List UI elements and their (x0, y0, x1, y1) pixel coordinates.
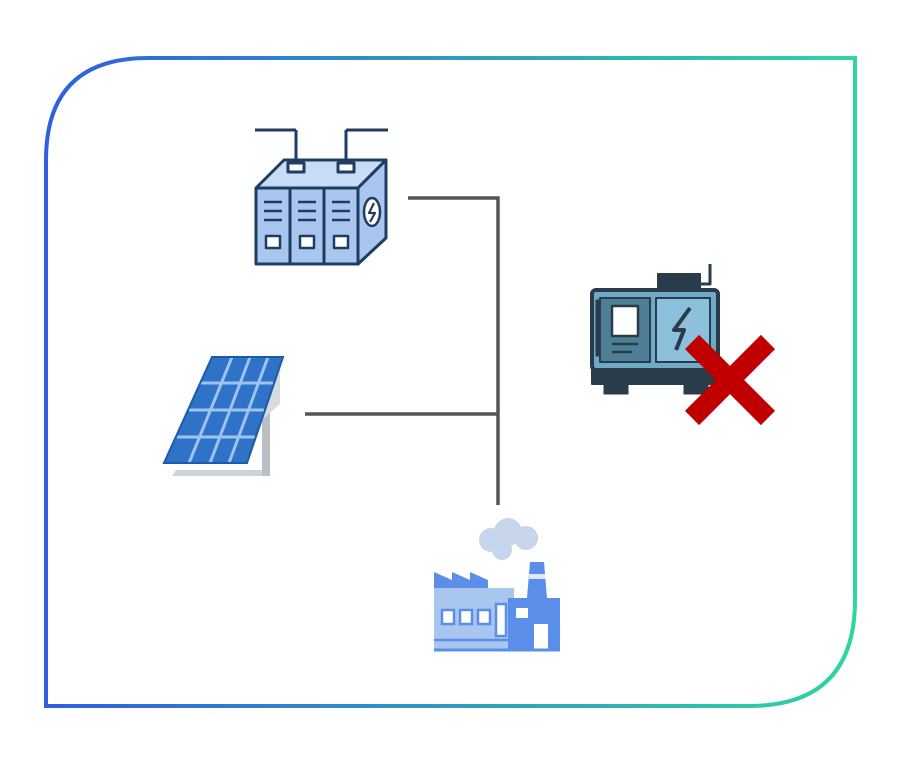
battery-storage-icon (254, 128, 388, 266)
factory-icon (434, 518, 560, 652)
solar-panel-icon (162, 356, 285, 476)
diesel-generator-icon (590, 264, 720, 395)
red-x-icon (684, 334, 776, 426)
connector-lines (305, 196, 500, 505)
diagram-frame (44, 56, 857, 708)
battery-connector (408, 196, 500, 505)
